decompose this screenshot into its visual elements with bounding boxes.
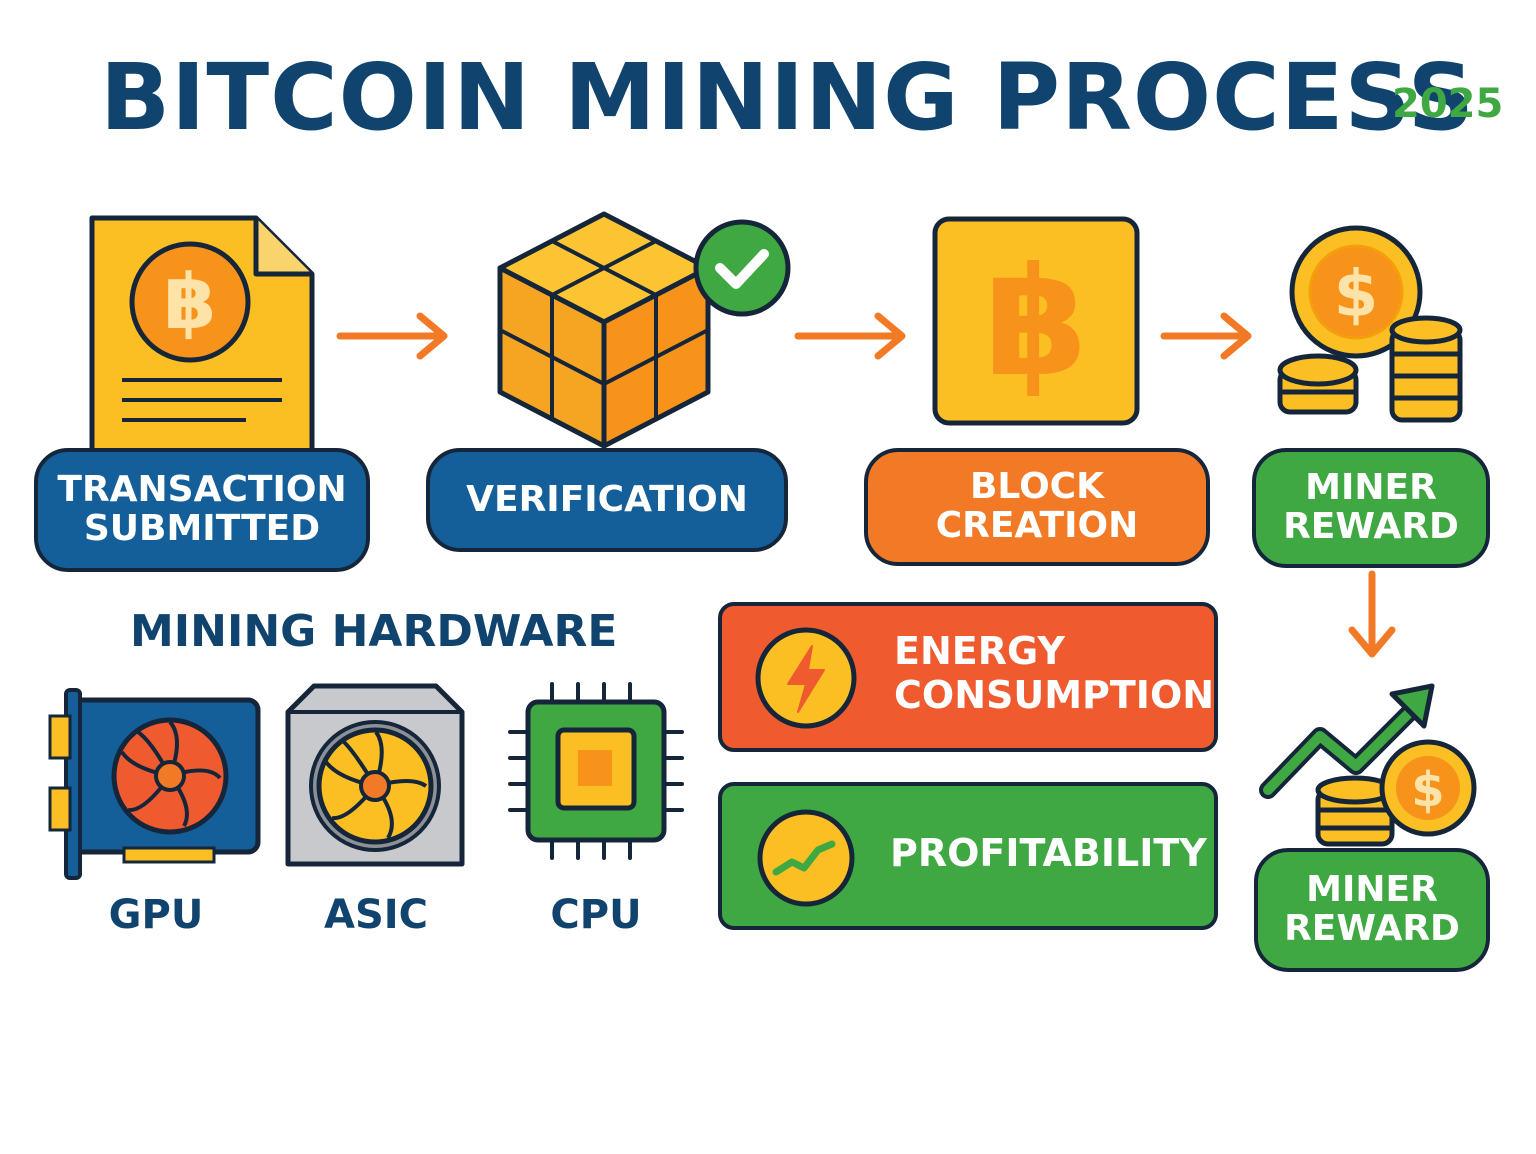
svg-text:$: $	[1411, 762, 1444, 818]
factor-label-line: CONSUMPTION	[894, 672, 1215, 717]
step-block-creation: BLOCK CREATION	[864, 448, 1210, 566]
step-label-line: CREATION	[935, 505, 1139, 546]
hardware-label-asic: ASIC	[323, 892, 428, 938]
step-label-line: MINER	[1305, 467, 1437, 509]
step-transaction-submitted: TRANSACTION SUBMITTED	[34, 448, 370, 572]
svg-text:฿: ฿	[164, 257, 217, 346]
step-label-line: SUBMITTED	[83, 508, 321, 549]
year-label: 2025	[1392, 81, 1504, 127]
lightning-icon	[755, 627, 857, 729]
arrow-right-icon	[336, 312, 448, 360]
profitability-label: PROFITABILITY	[890, 831, 1207, 875]
hardware-label-gpu: GPU	[108, 892, 204, 938]
verified-cube-icon	[497, 211, 791, 449]
arrow-right-icon	[794, 312, 906, 360]
arrow-right-icon	[1160, 312, 1252, 360]
factor-label-line: ENERGY	[894, 629, 1065, 673]
gpu-card-icon	[48, 688, 261, 880]
arrow-down-icon	[1348, 570, 1396, 658]
reward-label-line: MINER	[1306, 869, 1438, 911]
step-verification: VERIFICATION	[426, 448, 788, 552]
coin-stacks-icon: $	[1277, 225, 1463, 423]
step-label-line: BLOCK	[969, 466, 1104, 508]
trend-line-icon	[757, 809, 855, 907]
svg-text:$: $	[1334, 258, 1379, 332]
step-miner-reward: MINER REWARD	[1252, 448, 1490, 568]
asic-miner-icon	[285, 683, 465, 867]
bitcoin-document-icon: ฿	[89, 215, 315, 459]
svg-text:฿: ฿	[984, 236, 1088, 410]
reward-label-line: REWARD	[1284, 908, 1460, 949]
bitcoin-block-icon: ฿	[932, 216, 1140, 426]
step-label-line: VERIFICATION	[466, 478, 748, 520]
mining-hardware-heading: MINING HARDWARE	[130, 606, 618, 657]
step-label-line: TRANSACTION	[57, 469, 347, 511]
page-title: BITCOIN MINING PROCESS	[100, 44, 1475, 151]
step-label-line: REWARD	[1283, 506, 1459, 547]
growth-coins-icon: $	[1259, 683, 1477, 847]
hardware-label-cpu: CPU	[550, 892, 642, 938]
cpu-chip-icon	[508, 682, 684, 860]
energy-consumption-label: ENERGY CONSUMPTION	[894, 629, 1215, 717]
final-miner-reward: MINER REWARD	[1254, 848, 1490, 972]
